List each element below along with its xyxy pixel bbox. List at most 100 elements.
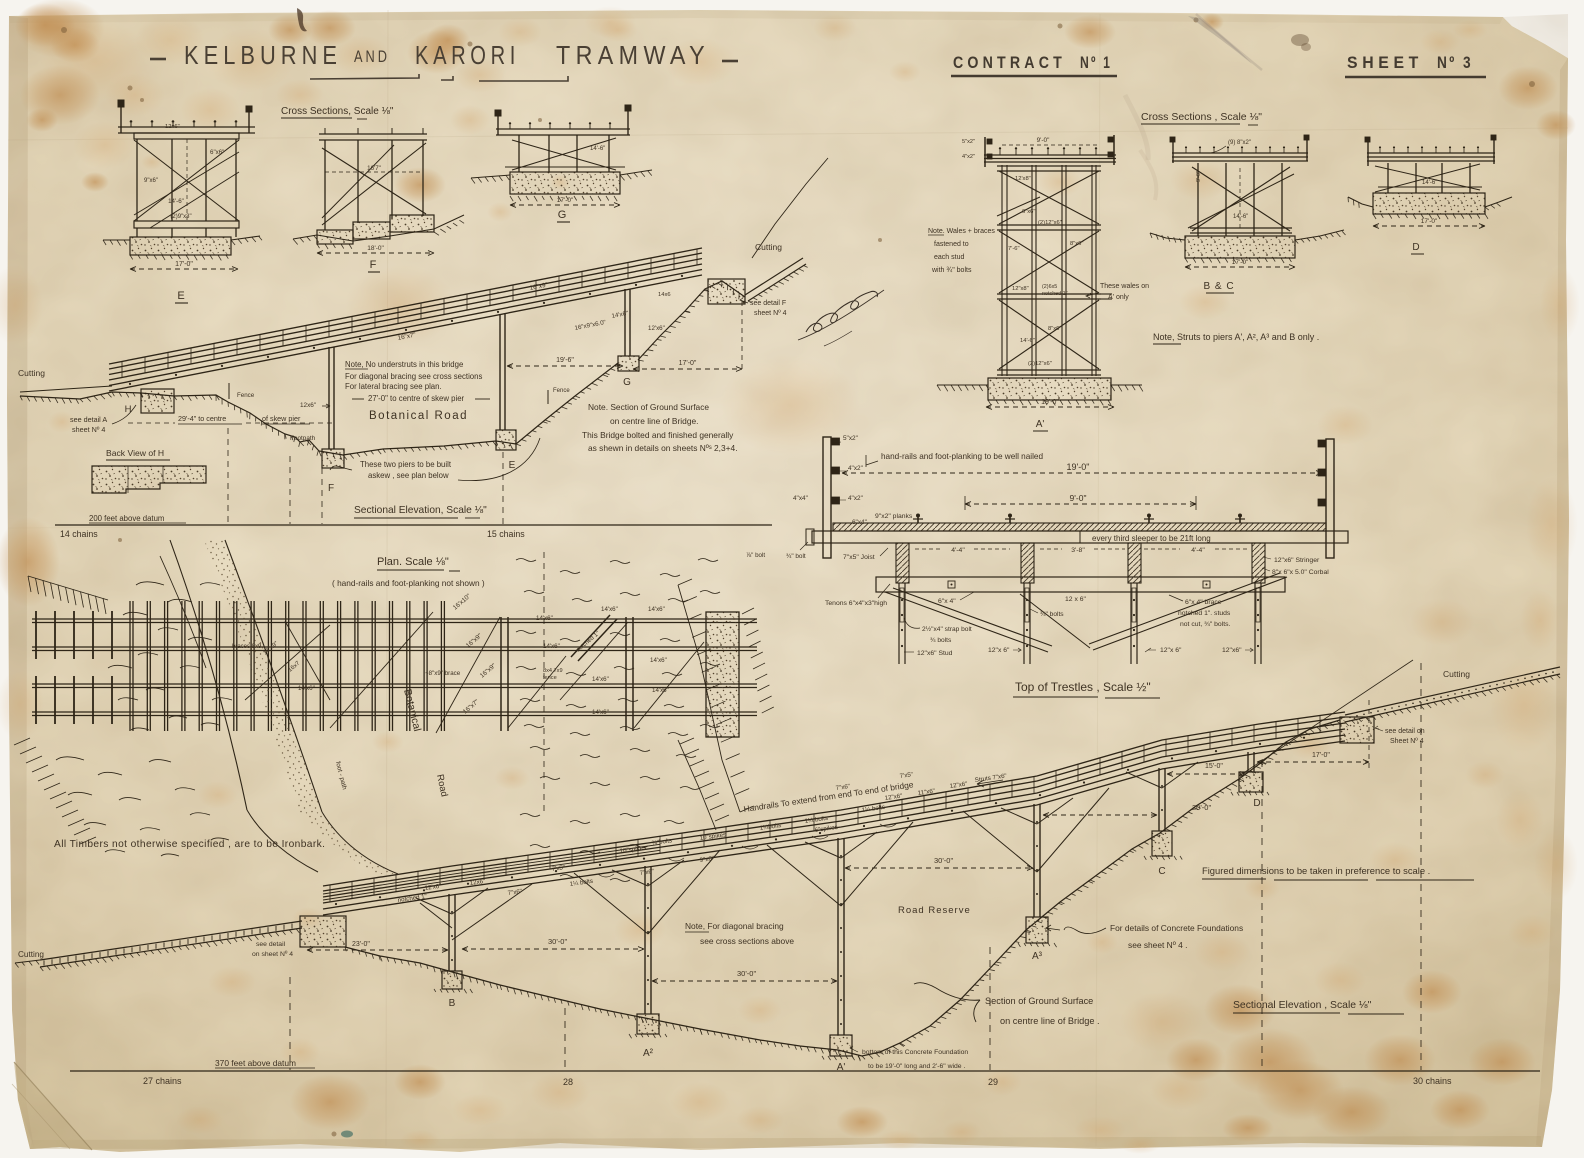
svg-text:Road Reserve: Road Reserve (898, 905, 971, 916)
svg-text:16"x7": 16"x7" (397, 332, 416, 342)
svg-text:14'-6": 14'-6" (1233, 214, 1248, 220)
svg-text:Note, For diagonal bracing: Note, For diagonal bracing (685, 921, 784, 931)
svg-text:4"x2": 4"x2" (848, 495, 863, 502)
svg-text:23'-0": 23'-0" (352, 941, 370, 948)
svg-text:Note. Wales + braces: Note. Wales + braces (928, 228, 995, 235)
svg-text:5"x2": 5"x2" (843, 435, 858, 442)
svg-text:For details of Concrete Fo: For details of Concrete Foundations (1110, 923, 1243, 933)
svg-text:fastened to: fastened to (934, 241, 969, 248)
svg-text:F: F (328, 483, 334, 494)
svg-text:12'x6": 12'x6" (648, 325, 665, 332)
svg-text:see detail on: see detail on (1385, 728, 1425, 735)
svg-text:B & C: B & C (1203, 281, 1234, 292)
svg-text:H: H (125, 404, 132, 415)
svg-text:sheet Nº 4: sheet Nº 4 (72, 425, 105, 434)
svg-text:12 x 6": 12 x 6" (1065, 596, 1087, 603)
svg-text:on centre line of Bridge .: on centre line of Bridge . (1000, 1016, 1100, 1026)
svg-text:17'-0": 17'-0" (557, 197, 574, 204)
svg-text:9"x6": 9"x6" (144, 178, 158, 184)
svg-text:with ¾" bolts: with ¾" bolts (931, 267, 972, 274)
svg-text:Struts 7"x6": Struts 7"x6" (974, 773, 1007, 784)
svg-text:8"x 6"x 5.0" Corbal: 8"x 6"x 5.0" Corbal (1272, 569, 1329, 576)
svg-text:6"x4": 6"x4" (852, 519, 867, 526)
svg-text:30 chains: 30 chains (1413, 1076, 1452, 1086)
svg-text:8"x6": 8"x6" (1070, 241, 1083, 247)
svg-text:7"x6": 7"x6" (835, 783, 850, 792)
svg-text:Nº 1: Nº 1 (1080, 53, 1112, 72)
svg-text:All Timbers not otherwise spec: All Timbers not otherwise specified , ar… (54, 839, 325, 850)
svg-text:1¼ bolts: 1¼ bolts (804, 815, 828, 825)
svg-text:12'x8": 12'x8" (1015, 176, 1031, 182)
svg-text:see cross sections above: see cross sections above (700, 936, 794, 946)
svg-text:TRAMWAY: TRAMWAY (556, 40, 710, 70)
svg-text:A' only: A' only (1108, 294, 1129, 301)
svg-text:For lateral bracing see plan.: For lateral bracing see plan. (345, 382, 442, 391)
svg-text:2½"x4" strap bolt: 2½"x4" strap bolt (922, 625, 972, 633)
svg-text:12"x 6": 12"x 6" (1160, 647, 1182, 654)
svg-text:Fence: Fence (237, 392, 255, 399)
svg-text:¾"bolts: ¾"bolts (651, 837, 672, 847)
svg-text:SHEET: SHEET (1347, 53, 1423, 72)
svg-text:9'-0": 9'-0" (1070, 493, 1087, 503)
svg-text:on sheet Nº 4: on sheet Nº 4 (252, 951, 293, 958)
svg-text:4"x2": 4"x2" (848, 465, 863, 472)
svg-text:1¼ bolts: 1¼ bolts (861, 804, 885, 814)
svg-text:14 chains: 14 chains (60, 529, 98, 539)
svg-text:28: 28 (563, 1077, 573, 1087)
svg-text:of skew pier: of skew pier (262, 414, 301, 423)
svg-text:A²: A² (643, 1048, 654, 1059)
svg-text:(2)12"x6": (2)12"x6" (1038, 220, 1062, 226)
svg-text:7"x5" Joist: 7"x5" Joist (843, 554, 875, 561)
svg-text:D: D (1412, 242, 1419, 253)
svg-text:Sectional Elevation, Scale ⅛": Sectional Elevation, Scale ⅛" (354, 505, 487, 516)
svg-text:9'-0": 9'-0" (1196, 171, 1202, 182)
svg-text:29'-4" to centre: 29'-4" to centre (178, 414, 226, 423)
svg-text:12"x8": 12"x8" (1012, 286, 1029, 292)
svg-text:6"x 4" brace: 6"x 4" brace (1185, 599, 1222, 606)
svg-text:askew , see plan below: askew , see plan below (368, 471, 449, 480)
svg-text:9"x6": 9"x6" (699, 855, 714, 864)
svg-text:B: B (449, 998, 456, 1009)
svg-text:on centre line of Bridge.: on centre line of Bridge. (610, 416, 698, 426)
svg-text:G: G (623, 377, 631, 388)
svg-text:(2)6x5: (2)6x5 (1042, 284, 1057, 290)
svg-text:18'-0": 18'-0" (367, 245, 384, 252)
svg-text:7'x5": 7'x5" (551, 864, 565, 873)
svg-text:Top of Trestles , Scale ½": Top of Trestles , Scale ½" (1015, 680, 1151, 694)
svg-text:Cutting: Cutting (18, 950, 44, 959)
svg-text:7'-6": 7'-6" (1008, 246, 1020, 252)
svg-text:14'x6": 14'x6" (601, 606, 618, 613)
svg-text:29: 29 (988, 1077, 998, 1087)
svg-text:E: E (177, 290, 184, 302)
svg-text:12x6": 12x6" (300, 402, 316, 409)
svg-text:G: G (558, 209, 567, 221)
svg-text:17'-0": 17'-0" (1421, 218, 1438, 225)
svg-text:12"x6" Stringer: 12"x6" Stringer (1274, 557, 1320, 564)
svg-text:¾" bolt: ¾" bolt (786, 553, 806, 560)
svg-text:8x4 7x9: 8x4 7x9 (543, 668, 563, 674)
svg-text:Road: Road (434, 773, 449, 798)
svg-text:notched 1": notched 1" (397, 893, 427, 904)
svg-text:14'-6": 14'-6" (590, 146, 605, 152)
svg-text:17'-0": 17'-0" (1312, 752, 1330, 759)
svg-text:14x6: 14x6 (658, 292, 671, 298)
svg-text:fence: fence (543, 675, 557, 681)
svg-text:12x6": 12x6" (469, 878, 485, 887)
svg-text:notched 1". studs: notched 1". studs (1178, 610, 1231, 617)
svg-text:every third sleeper to be: every third sleeper to be 21ft long (1092, 534, 1211, 543)
svg-text:15 chains: 15 chains (487, 529, 525, 539)
svg-text:Sectional Elevation , Scale: Sectional Elevation , Scale ⅛" (1233, 1000, 1372, 1011)
svg-text:19'-6": 19'-6" (556, 357, 574, 364)
svg-text:Note, Struts to piers A',: Note, Struts to piers A', A², A³ and B o… (1153, 332, 1319, 342)
svg-text:not cut, ¾" bolts.: not cut, ¾" bolts. (1180, 621, 1231, 628)
svg-text:7'x5": 7'x5" (899, 771, 913, 780)
svg-text:Figured dimensions to be t: Figured dimensions to be taken in prefer… (1202, 865, 1430, 876)
svg-text:These two piers to be built: These two piers to be built (360, 460, 452, 469)
svg-text:30'-0": 30'-0" (737, 969, 756, 978)
svg-text:8"x6": 8"x6" (1048, 326, 1061, 332)
svg-text:19'-0": 19'-0" (1041, 399, 1059, 406)
svg-text:14'-6": 14'-6" (168, 198, 184, 205)
svg-text:to be 19'-0" long and 2'-: to be 19'-0" long and 2'-6" wide . (868, 1063, 965, 1070)
svg-text:5"x2": 5"x2" (962, 139, 975, 145)
svg-text:14'x6": 14'x6" (592, 676, 609, 683)
